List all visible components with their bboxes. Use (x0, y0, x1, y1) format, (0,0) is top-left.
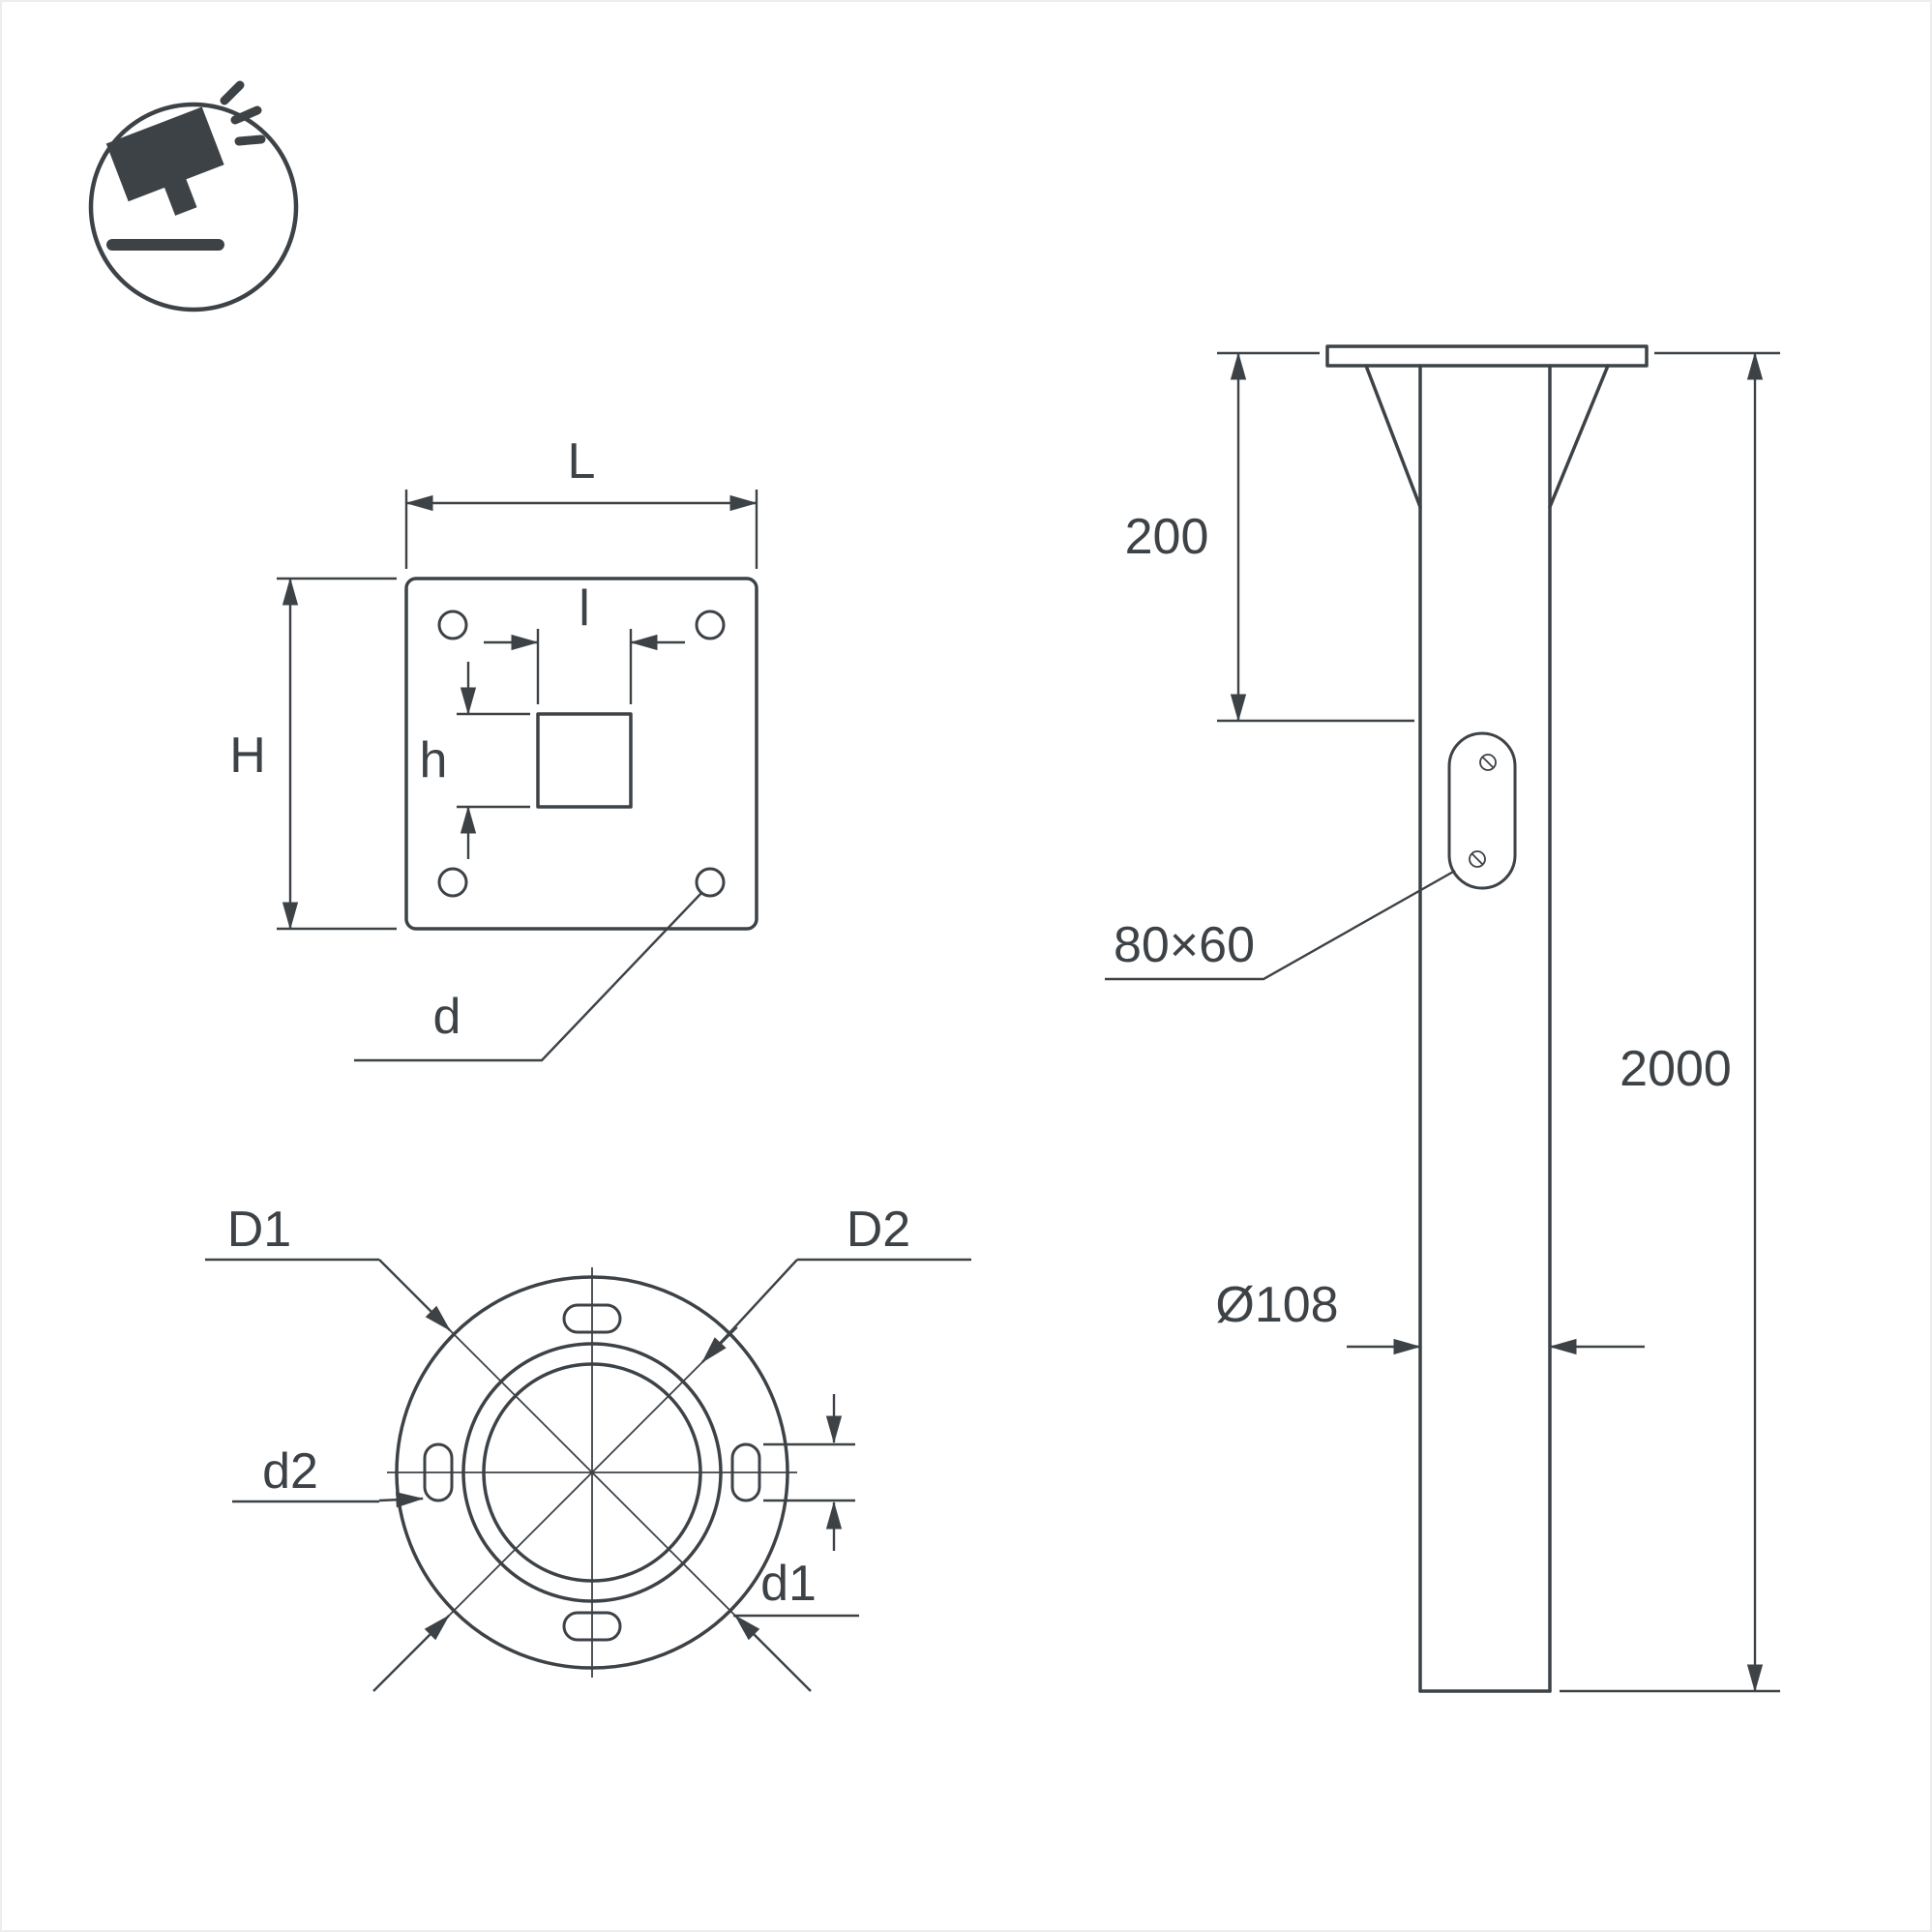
floodlight-icon (105, 106, 224, 216)
label-D1: D1 (227, 1202, 291, 1258)
dimension-h: h (420, 662, 530, 859)
label-pole-diameter: Ø108 (1215, 1277, 1338, 1333)
label-top-offset: 200 (1125, 509, 1209, 565)
bolt-hole-bottom-right (695, 867, 726, 898)
dimension-D2: D2 (701, 1202, 971, 1363)
dimension-d1: d1 (733, 1394, 859, 1618)
light-ray-icon (234, 134, 266, 146)
leader-arrow (372, 1615, 450, 1692)
floodlight-body (105, 106, 224, 202)
dimension-2000: 2000 (1560, 351, 1780, 1693)
label-D2: D2 (847, 1202, 910, 1258)
top-flange-plate (1325, 344, 1649, 368)
label-H: H (229, 728, 266, 784)
dimension-d2: d2 (232, 1443, 425, 1508)
leader-line (354, 891, 703, 1062)
icon-circle-border (88, 102, 299, 312)
dimension-access-hole: 80×60 (1105, 869, 1456, 981)
screw-slot (1471, 852, 1484, 866)
dimension-diameter: Ø108 (1215, 1277, 1645, 1355)
screw-icon (1469, 850, 1486, 868)
label-d: d (433, 989, 461, 1045)
dimension-H: H (229, 577, 397, 931)
center-square-socket (536, 712, 633, 809)
dimension-l: l (484, 580, 685, 704)
leader-arrow (734, 1615, 812, 1692)
leader-arrow (378, 1259, 451, 1331)
dimension-d: d (354, 891, 703, 1062)
floodlight-stand (163, 178, 197, 216)
screw-icon (1479, 754, 1497, 771)
label-L: L (568, 433, 596, 490)
bolt-hole-top-left (437, 609, 468, 640)
flange-top-view: L l h H d (229, 433, 758, 1062)
label-pole-length: 2000 (1620, 1041, 1732, 1097)
label-l: l (579, 580, 590, 637)
label-d1: d1 (760, 1556, 817, 1612)
centerline-diagonal (446, 1326, 738, 1619)
label-d2: d2 (262, 1443, 318, 1500)
flange-plate-outline (404, 577, 758, 931)
leader-arrow (701, 1259, 798, 1363)
gusset-left (1364, 364, 1422, 509)
leader-line (1105, 869, 1456, 981)
flange-bottom-view: D1 D2 d2 d1 (205, 1202, 971, 1692)
dimension-D1: D1 (205, 1202, 451, 1331)
label-access-hole: 80×60 (1114, 917, 1255, 973)
screw-slot (1481, 756, 1495, 769)
access-hole-outline (1447, 731, 1517, 890)
pole-side-view: 80×60 200 2000 Ø108 (1105, 344, 1780, 1693)
bolt-hole-bottom-left (437, 867, 468, 898)
light-ray-icon (230, 105, 262, 125)
leader-arrow (378, 1492, 425, 1508)
dimension-L: L (404, 433, 758, 569)
dimension-200: 200 (1125, 351, 1414, 723)
gusset-right (1548, 364, 1610, 509)
corner-floodlight-icon (88, 80, 299, 312)
label-h: h (420, 732, 448, 788)
bolt-hole-top-right (695, 609, 726, 640)
light-ray-icon (220, 80, 245, 105)
